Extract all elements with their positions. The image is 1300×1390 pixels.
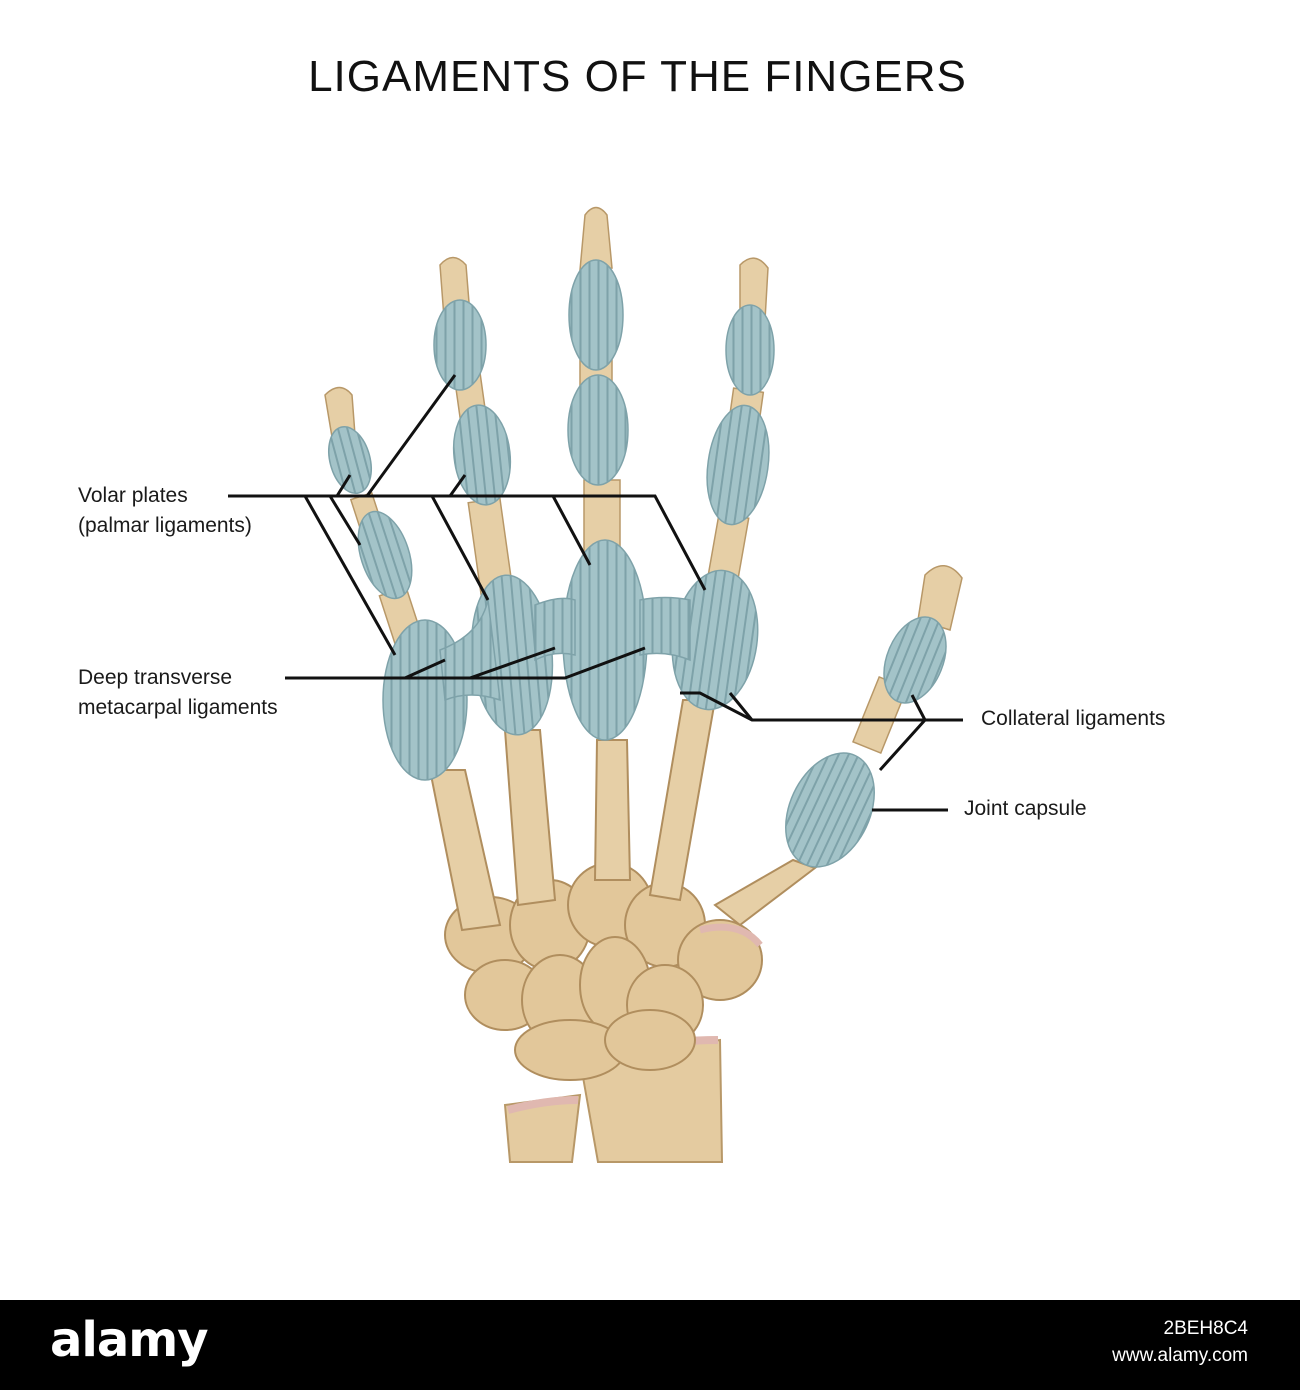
joint-capsule-label: Joint capsule — [964, 797, 1087, 820]
ulna-cartilage — [506, 1096, 579, 1114]
volar-plates-label: Volar plates (palmar ligaments) — [78, 481, 252, 541]
alamy-logo: alamy — [50, 1312, 209, 1368]
volar-plates-line2: (palmar ligaments) — [78, 514, 252, 537]
leader-lines — [228, 374, 963, 812]
volar-plates-line1: Volar plates — [78, 484, 188, 507]
hand-diagram — [228, 206, 963, 1163]
ligament-capsules — [328, 259, 947, 868]
collateral-ligaments-label: Collateral ligaments — [981, 707, 1166, 730]
deep-transverse-label: Deep transverse metacarpal ligaments — [78, 663, 278, 723]
watermark-footer: alamy 2BEH8C4 www.alamy.com — [0, 1300, 1300, 1390]
deep-transverse-line1: Deep transverse — [78, 666, 233, 689]
collateral-leader — [680, 691, 963, 722]
site-url: www.alamy.com — [1112, 1345, 1248, 1366]
deep-transverse-line2: metacarpal ligaments — [78, 696, 278, 719]
forearm-bones — [503, 1036, 724, 1163]
image-id: 2BEH8C4 — [1163, 1318, 1249, 1339]
diagram-title: LIGAMENTS OF THE FINGERS — [308, 52, 967, 101]
deep-transverse-leader — [285, 646, 646, 680]
metacarpal-bones — [428, 699, 818, 932]
volar-leader — [228, 494, 707, 591]
